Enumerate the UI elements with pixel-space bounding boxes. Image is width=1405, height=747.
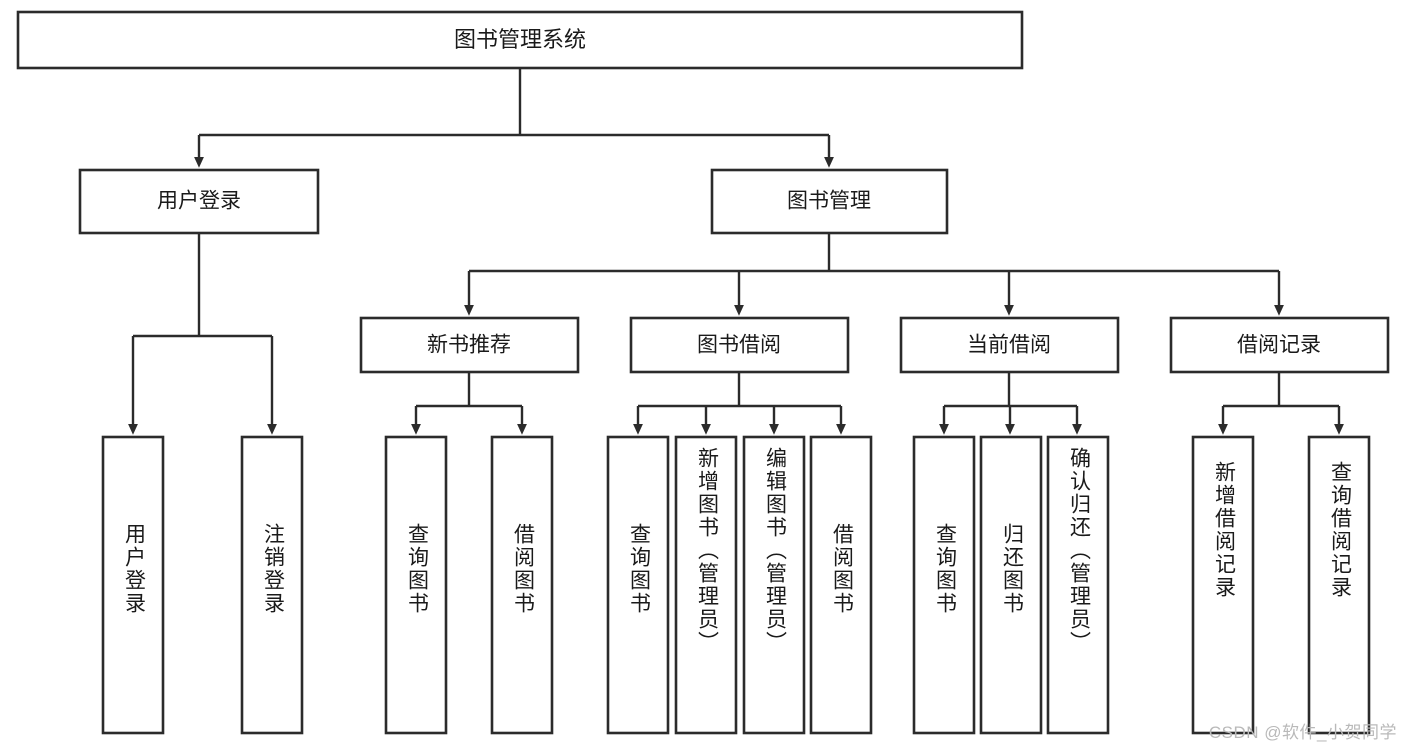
node-book-borrow[interactable]: 图书借阅: [629, 316, 850, 374]
node-root-label: 图书管理系统: [454, 27, 586, 52]
node-current-borrow[interactable]: 当前借阅: [899, 316, 1120, 374]
node-borrow-record[interactable]: 借阅记录: [1169, 316, 1390, 374]
node-new-book-recommend[interactable]: 新书推荐: [359, 316, 580, 374]
leaf-box-book-borrow-2[interactable]: [742, 435, 806, 735]
connector-borrow-record-to-leaves: [1218, 372, 1344, 435]
connector-current-borrow-to-leaves: [939, 372, 1082, 435]
leaf-box-current-borrow-2[interactable]: [1046, 435, 1110, 735]
connector-user-login-to-leaves: [128, 233, 277, 435]
leaf-box-book-borrow-3[interactable]: [809, 435, 873, 735]
node-book-borrow-label: 图书借阅: [697, 334, 781, 357]
leaf-box-borrow-record-0[interactable]: [1191, 435, 1255, 735]
leaf-box-new-book-0[interactable]: [384, 435, 448, 735]
node-user-login[interactable]: 用户登录: [78, 168, 320, 235]
node-book-management-label: 图书管理: [787, 190, 871, 213]
leaf-box-book-borrow-1[interactable]: [674, 435, 738, 735]
node-borrow-record-label: 借阅记录: [1237, 334, 1321, 357]
connector-book-borrow-to-leaves: [633, 372, 846, 435]
leaf-box-user-login-0[interactable]: [101, 435, 165, 735]
connector-root-to-level2: [194, 68, 834, 168]
node-new-book-recommend-label: 新书推荐: [427, 334, 511, 357]
connector-book-management-to-level3: [464, 233, 1284, 316]
leaf-box-current-borrow-1[interactable]: [979, 435, 1043, 735]
connector-new-book-to-leaves: [411, 372, 527, 435]
leaf-box-user-login-1[interactable]: [240, 435, 304, 735]
node-root-system[interactable]: 图书管理系统: [16, 10, 1024, 70]
leaf-box-new-book-1[interactable]: [490, 435, 554, 735]
leaf-box-current-borrow-0[interactable]: [912, 435, 976, 735]
node-current-borrow-label: 当前借阅: [967, 334, 1051, 357]
node-book-management[interactable]: 图书管理: [710, 168, 949, 235]
node-user-login-label: 用户登录: [157, 190, 241, 213]
csdn-watermark: CSDN @软件_小贺同学: [1208, 723, 1397, 742]
leaf-box-book-borrow-0[interactable]: [606, 435, 670, 735]
leaf-box-borrow-record-1[interactable]: [1307, 435, 1371, 735]
